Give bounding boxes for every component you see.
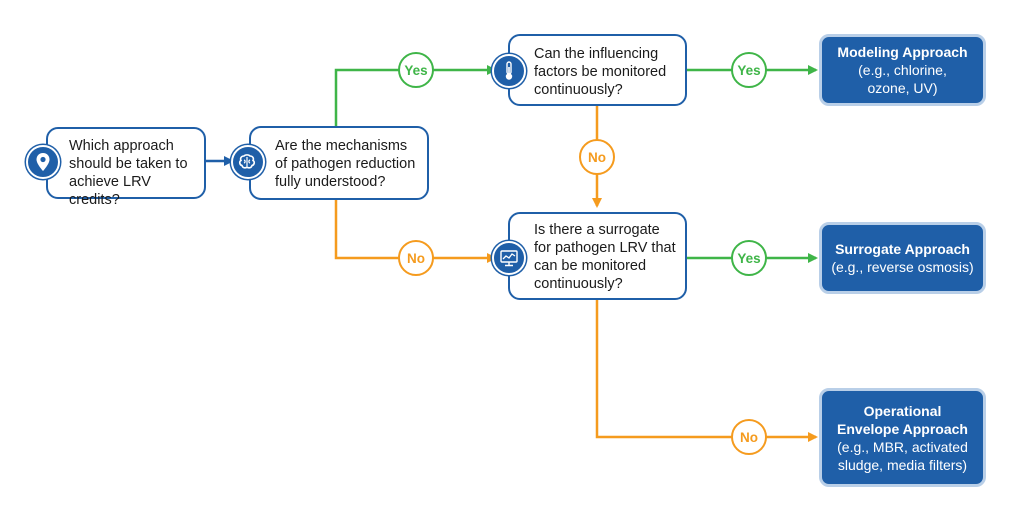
outcome-modeling-title: Modeling Approach xyxy=(837,44,968,60)
thermometer-icon xyxy=(492,54,526,88)
outcome-surrogate-detail: (e.g., reverse osmosis) xyxy=(831,259,974,275)
question-surrogate: Is there a surrogate for pathogen LRV th… xyxy=(508,212,687,300)
question-surrogate-text: Is there a surrogate for pathogen LRV th… xyxy=(534,222,676,292)
outcome-modeling-detail: (e.g., chlorine, ozone, UV) xyxy=(858,62,947,96)
question-start: Which approach should be taken to achiev… xyxy=(46,127,206,208)
question-start-text: Which approach should be taken to achiev… xyxy=(69,138,188,208)
outcome-operational: Operational Envelope Approach (e.g., MBR… xyxy=(819,388,986,487)
label-factors-no: No xyxy=(579,139,615,175)
outcome-operational-detail: (e.g., MBR, activated sludge, media filt… xyxy=(837,438,968,473)
edge-surrogate-no xyxy=(595,300,818,442)
label-mechanisms-yes: Yes xyxy=(398,52,434,88)
question-factors-text: Can the influencing factors be monitored… xyxy=(534,46,667,98)
label-mechanisms-no: No xyxy=(398,240,434,276)
monitor-chart-icon xyxy=(492,241,526,275)
outcome-surrogate-title: Surrogate Approach xyxy=(835,241,970,257)
label-surrogate-no: No xyxy=(731,419,767,455)
outcome-operational-title: Operational Envelope Approach xyxy=(837,402,968,437)
edge-mechanisms-yes xyxy=(334,65,497,126)
question-mechanisms: Are the mechanisms of pathogen reduction… xyxy=(249,126,429,200)
edge-mechanisms-no xyxy=(334,200,497,263)
outcome-surrogate: Surrogate Approach (e.g., reverse osmosi… xyxy=(819,222,986,294)
question-mechanisms-text: Are the mechanisms of pathogen reduction… xyxy=(275,138,416,190)
question-factors: Can the influencing factors be monitored… xyxy=(508,34,687,106)
outcome-modeling: Modeling Approach (e.g., chlorine, ozone… xyxy=(819,34,986,106)
label-factors-yes: Yes xyxy=(731,52,767,88)
brain-icon xyxy=(231,145,265,179)
label-surrogate-yes: Yes xyxy=(731,240,767,276)
location-pin-icon xyxy=(26,145,60,179)
